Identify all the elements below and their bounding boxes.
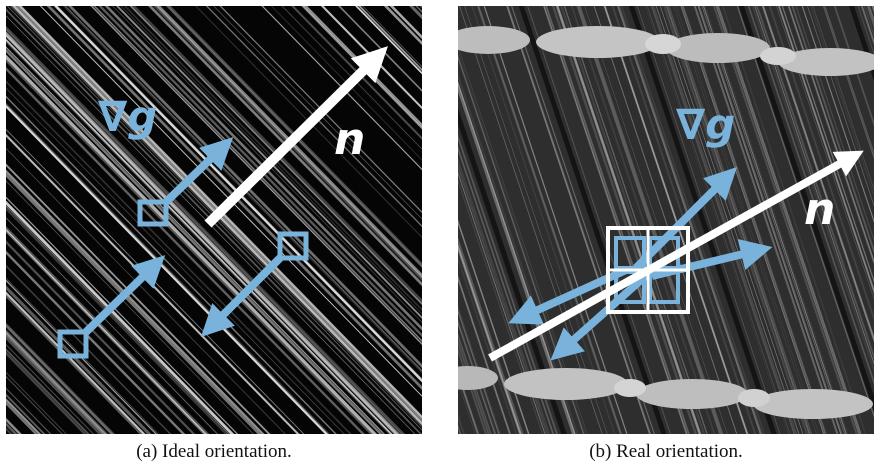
gradient-source-square bbox=[277, 231, 309, 261]
ideal-arrows-layer bbox=[57, 46, 388, 359]
panel-ideal-orientation: ∇g n bbox=[6, 6, 422, 434]
caption-real: (b) Real orientation. bbox=[458, 441, 874, 463]
gradient-source-square bbox=[137, 199, 169, 227]
normal-label: n bbox=[804, 184, 836, 235]
caption-text: Ideal orientation. bbox=[162, 441, 292, 462]
gradient-arrow bbox=[550, 269, 653, 361]
caption-ideal: (a) Ideal orientation. bbox=[6, 441, 422, 463]
normal-arrow-n bbox=[204, 46, 388, 228]
gradient-arrow bbox=[200, 255, 283, 338]
normal-arrow-n bbox=[488, 150, 864, 362]
gradient-source-square bbox=[57, 329, 89, 359]
stitch-thread-top bbox=[458, 26, 874, 76]
caption-text: Real orientation. bbox=[616, 441, 743, 462]
stitch-thread-bottom bbox=[458, 366, 873, 419]
normal-label: n bbox=[334, 114, 366, 165]
gradient-label: ∇g bbox=[98, 92, 158, 141]
gradient-arrow bbox=[163, 137, 234, 205]
gradient-arrow bbox=[83, 255, 166, 335]
caption-tag: (a) bbox=[136, 441, 158, 462]
ideal-fiber-texture bbox=[6, 6, 422, 434]
real-arrows-layer bbox=[488, 150, 864, 362]
gradient-label: ∇g bbox=[676, 100, 736, 149]
caption-tag: (b) bbox=[589, 441, 612, 462]
panel-real-orientation: ∇g n bbox=[458, 6, 874, 434]
